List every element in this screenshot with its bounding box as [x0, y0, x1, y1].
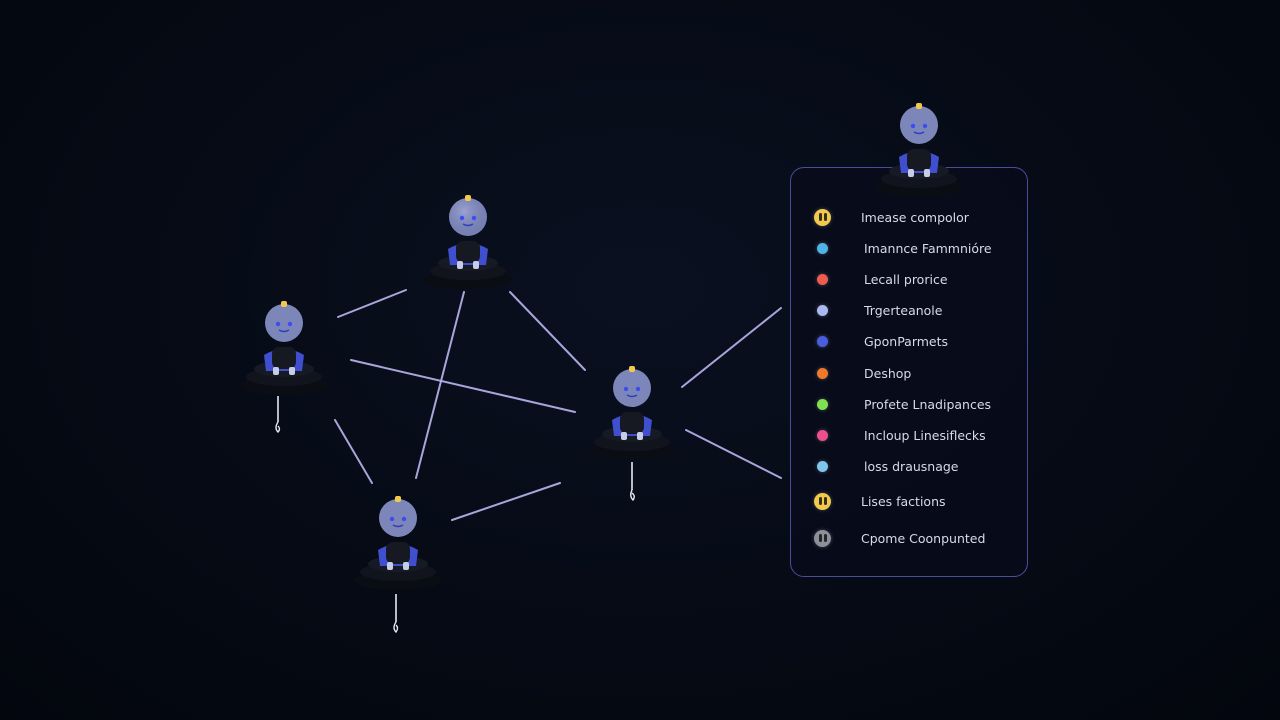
legend-item: Trgerteanole	[817, 299, 942, 321]
robot-node-center[interactable]	[584, 364, 680, 464]
tether-left	[272, 394, 284, 436]
legend-item-label: Trgerteanole	[864, 302, 943, 318]
tether-center	[626, 460, 638, 502]
robot-icon	[424, 195, 512, 289]
link-center-panel-upper	[681, 307, 782, 388]
plug-icon	[393, 594, 399, 634]
robot-icon	[588, 366, 676, 460]
legend-item: Deshop	[817, 362, 911, 384]
tether-bottom	[390, 592, 402, 634]
robot-node-left[interactable]	[236, 299, 332, 399]
legend-item: Profete Lnadipances	[817, 393, 991, 415]
link-left-bottom	[334, 419, 373, 484]
legend-color-dot-icon	[817, 304, 828, 316]
legend-item: Imease compolor	[814, 206, 969, 228]
robot-icon	[354, 496, 442, 590]
legend-item-label: Incloup Linesiflecks	[864, 427, 986, 443]
link-left-top	[337, 289, 407, 318]
legend-item-label: loss drausnage	[864, 458, 959, 474]
legend-color-dot-icon	[817, 429, 828, 441]
robot-node-top[interactable]	[420, 193, 516, 293]
legend-color-dot-icon	[817, 273, 828, 285]
legend-item: Imannce Fammnióre	[817, 237, 992, 259]
legend-color-dot-icon	[817, 367, 828, 379]
robot-icon	[875, 103, 963, 197]
legend-item-label: Imease compolor	[861, 209, 969, 225]
legend-item: Cpome Coonpunted	[814, 527, 986, 549]
legend-item: Lises factions	[814, 490, 946, 512]
legend-color-dot-icon	[814, 208, 831, 226]
legend-item-label: Imannce Fammnióre	[864, 240, 992, 256]
link-top-bottom	[415, 291, 465, 479]
plug-icon	[630, 462, 635, 502]
legend-item-label: Deshop	[864, 365, 912, 381]
link-center-panel-lower	[685, 429, 782, 479]
legend-color-dot-icon	[817, 335, 828, 347]
robot-node-bottom[interactable]	[350, 494, 446, 594]
robot-icon	[240, 301, 328, 395]
legend-item: loss drausnage	[817, 455, 959, 477]
legend-item-label: GponParmets	[864, 333, 949, 349]
legend-item: Lecall prorice	[817, 268, 948, 290]
legend-item-label: Lises factions	[861, 493, 946, 509]
legend-item-label: Lecall prorice	[864, 271, 948, 287]
link-left-center	[350, 359, 576, 413]
legend-color-dot-icon	[817, 460, 828, 472]
legend-color-dot-icon	[814, 529, 831, 547]
legend-item-label: Profete Lnadipances	[864, 396, 992, 412]
link-top-center	[509, 291, 586, 371]
plug-icon	[275, 396, 281, 433]
legend-item: GponParmets	[817, 330, 948, 352]
robot-node-panel[interactable]	[871, 101, 967, 201]
legend-item-label: Cpome Coonpunted	[861, 530, 986, 546]
link-bottom-center	[451, 482, 561, 521]
legend-item: Incloup Linesiflecks	[817, 424, 986, 446]
legend-color-dot-icon	[817, 398, 828, 410]
legend-color-dot-icon	[814, 492, 831, 510]
legend-color-dot-icon	[817, 242, 828, 254]
